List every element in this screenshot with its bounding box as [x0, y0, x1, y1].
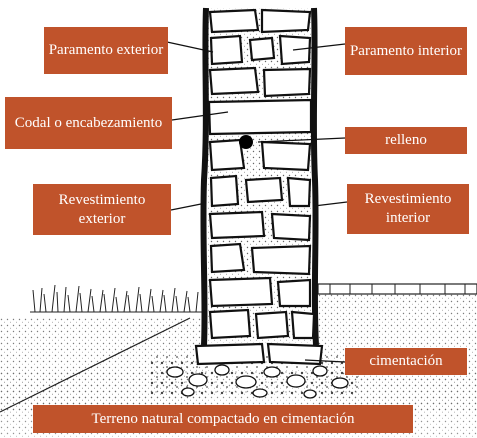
label-codal: Codal o encabezamiento	[5, 97, 172, 149]
label-cimentacion: cimentación	[345, 348, 467, 375]
label-revestimiento-interior: Revestimiento interior	[347, 184, 469, 234]
ground-line	[0, 317, 191, 413]
label-paramento-interior: Paramento interior	[345, 27, 467, 75]
label-terreno-natural: Terreno natural compactado en cimentació…	[33, 405, 413, 433]
wall-stones	[194, 8, 324, 366]
label-relleno: relleno	[345, 127, 467, 154]
relleno-marker-dot	[239, 135, 253, 149]
grass	[30, 284, 205, 313]
wall-edges	[200, 7, 319, 346]
foundation-stones	[166, 364, 349, 399]
leader-lines	[166, 41, 348, 363]
interior-floor	[317, 283, 477, 295]
label-revestimiento-exterior: Revestimiento exterior	[33, 184, 171, 235]
label-paramento-exterior: Paramento exterior	[44, 27, 168, 74]
